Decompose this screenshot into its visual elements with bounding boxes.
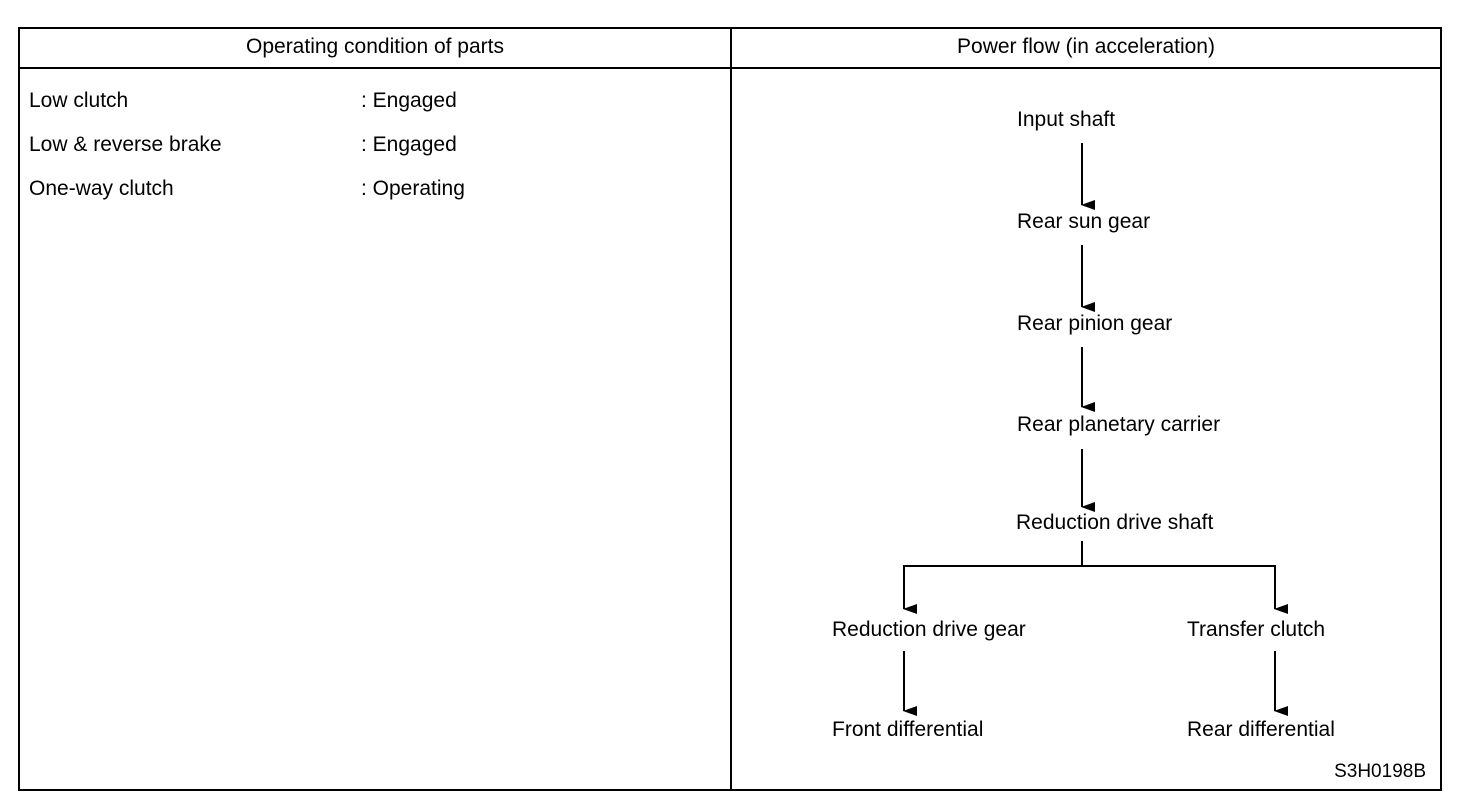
column-divider (730, 29, 732, 789)
condition-state: : Operating (361, 177, 465, 200)
condition-part: Low clutch (29, 89, 129, 112)
condition-part: Low & reverse brake (29, 133, 222, 156)
condition-state: : Engaged (361, 133, 457, 156)
flow-node-input-shaft: Input shaft (1017, 108, 1115, 131)
flow-node-transfer-clutch: Transfer clutch (1187, 618, 1325, 641)
power-flow-diagram: Input shaft Rear sun gear Rear pinion ge… (832, 108, 1335, 741)
flow-node-rear-differential: Rear differential (1187, 718, 1335, 741)
power-flow-table: Operating condition of parts Power flow … (18, 27, 1442, 791)
condition-part: One-way clutch (29, 177, 174, 200)
figure-code: S3H0198B (1334, 761, 1426, 782)
flow-node-rear-planetary-carrier: Rear planetary carrier (1017, 413, 1220, 436)
flow-node-rear-pinion-gear: Rear pinion gear (1017, 312, 1172, 335)
condition-state: : Engaged (361, 89, 457, 112)
flow-node-reduction-drive-gear: Reduction drive gear (832, 618, 1026, 641)
flow-node-front-differential: Front differential (832, 718, 983, 741)
flow-node-rear-sun-gear: Rear sun gear (1017, 210, 1150, 233)
operating-condition-header: Operating condition of parts (246, 35, 504, 58)
flow-node-reduction-drive-shaft: Reduction drive shaft (1016, 511, 1213, 534)
power-flow-header: Power flow (in acceleration) (957, 35, 1215, 58)
